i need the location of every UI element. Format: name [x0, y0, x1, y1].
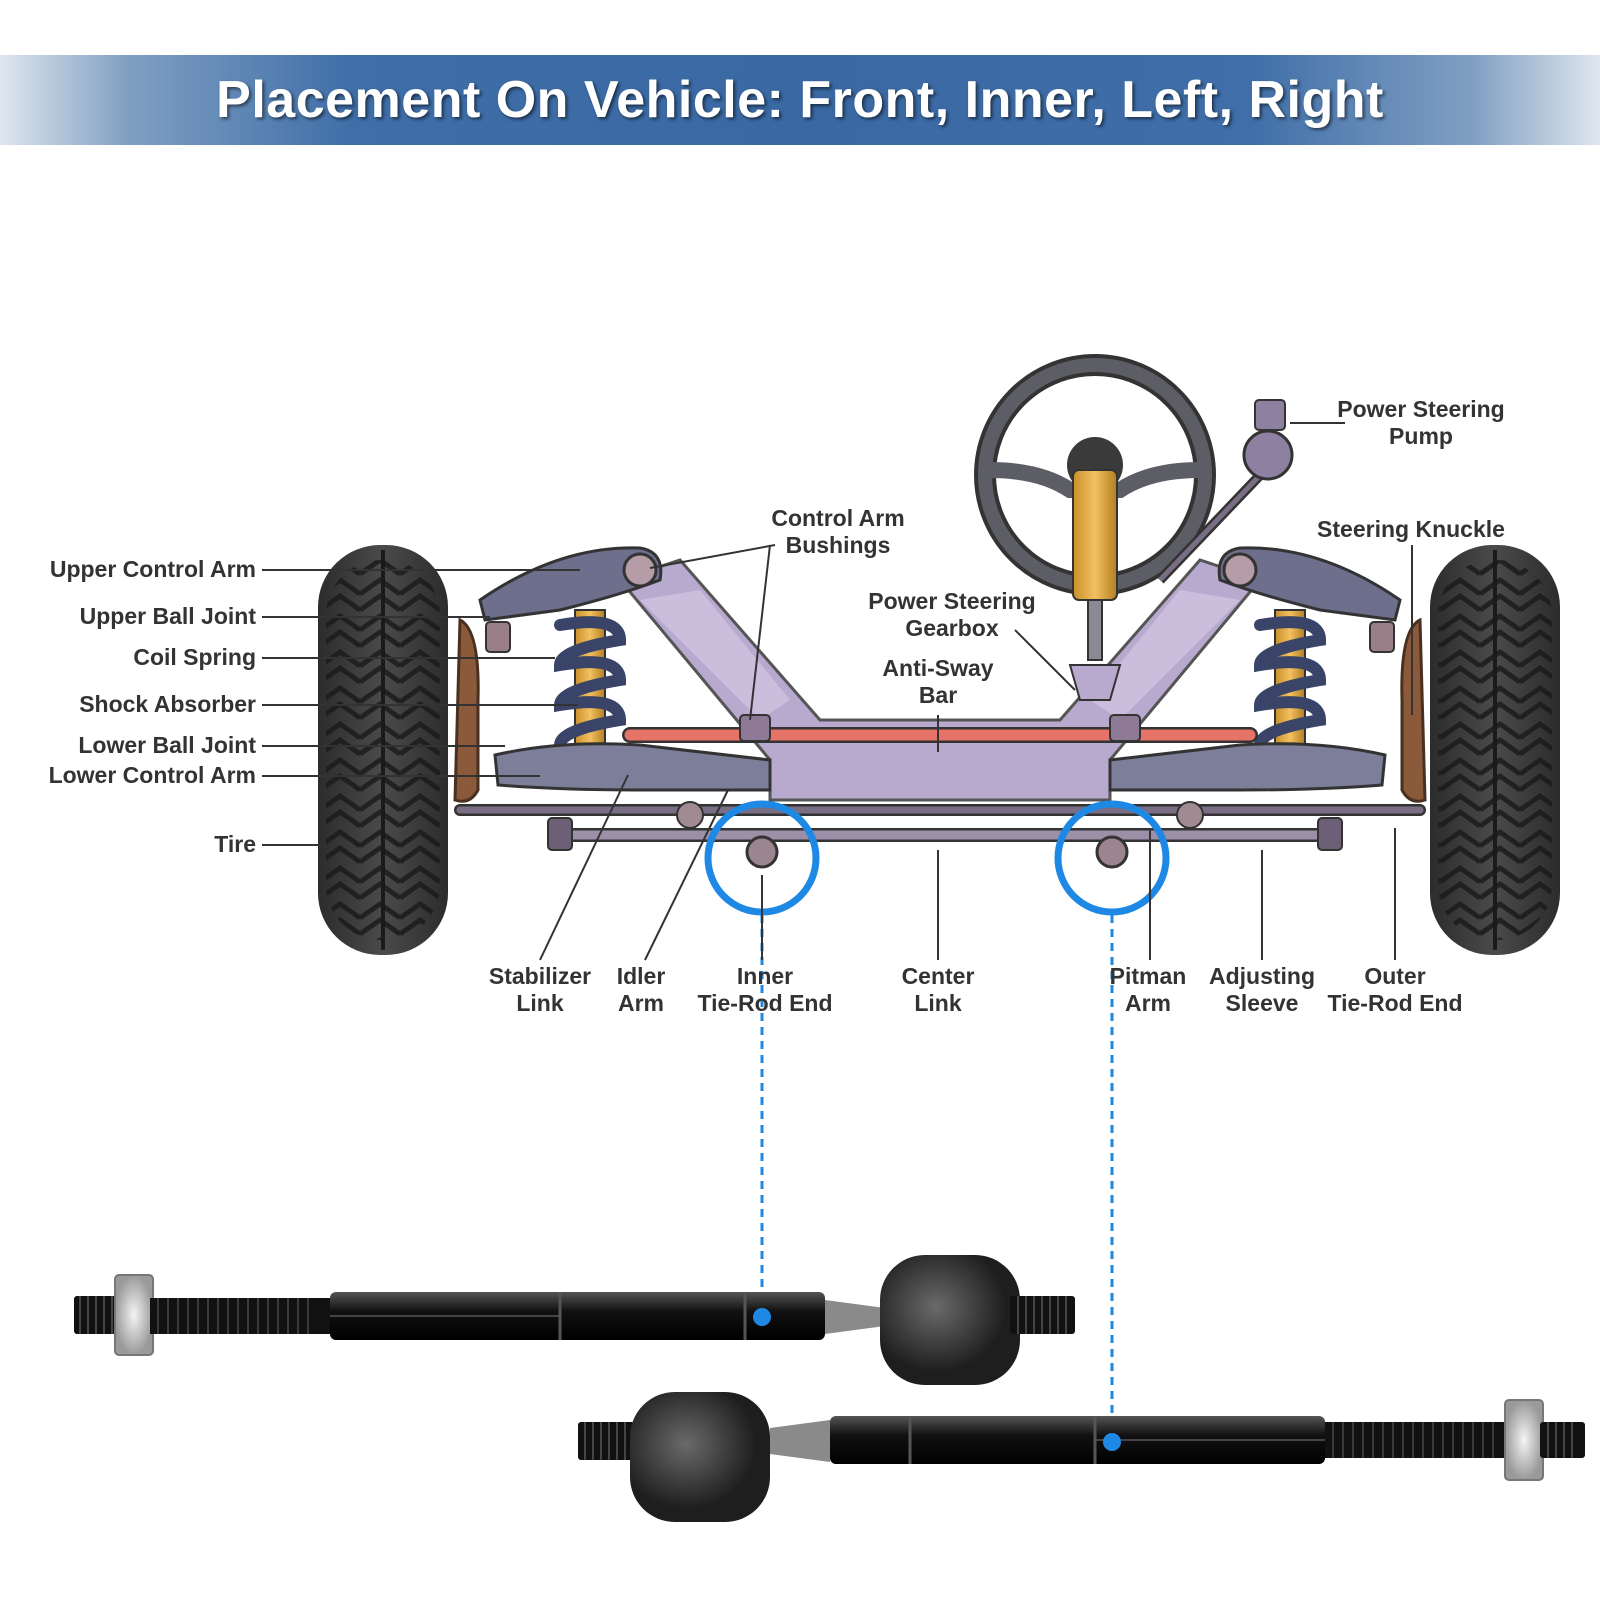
- label-outer-tie-rod-end-1: Outer: [1364, 963, 1426, 989]
- label-inner-tie-rod-end-2: Tie-Rod End: [697, 990, 833, 1016]
- label-power-steering-pump-2: Pump: [1389, 423, 1453, 449]
- label-lower-control-arm: Lower Control Arm: [48, 762, 256, 788]
- leader-lines: [262, 422, 1413, 961]
- label-stabilizer-link-1: Stabilizer: [488, 963, 592, 989]
- left-steering-knuckle: [453, 617, 480, 803]
- label-anti-sway-bar-2: Bar: [918, 682, 958, 708]
- label-adjusting-sleeve-2: Sleeve: [1225, 990, 1299, 1016]
- label-anti-sway-bar-1: Anti-Sway: [882, 655, 994, 681]
- left-tire: [318, 545, 448, 955]
- label-coil-spring: Coil Spring: [133, 644, 256, 670]
- label-steering-knuckle: Steering Knuckle: [1317, 516, 1505, 542]
- steering-linkage: [454, 801, 1426, 869]
- right-inner-tie-rod-highlight: [1054, 800, 1170, 916]
- label-pitman-arm-2: Arm: [1124, 990, 1172, 1016]
- label-shock-absorber: Shock Absorber: [79, 691, 256, 717]
- left-bushing: [622, 552, 658, 588]
- label-lower-ball-joint: Lower Ball Joint: [78, 732, 256, 758]
- label-control-arm-bushings-2: Bushings: [785, 532, 891, 558]
- title-banner: Placement On Vehicle: Front, Inner, Left…: [0, 55, 1600, 145]
- right-upper-control-arm: [1217, 546, 1402, 622]
- right-bushing: [1222, 552, 1258, 588]
- left-upper-control-arm: [478, 546, 663, 622]
- right-lower-control-arm: [1108, 742, 1387, 792]
- label-center-link-1: Center: [901, 963, 975, 989]
- tie-rod-2: [578, 1392, 1585, 1522]
- label-adjusting-sleeve-1: Adjusting: [1208, 963, 1316, 989]
- label-tire: Tire: [214, 831, 256, 857]
- label-inner-tie-rod-end-1: Inner: [736, 963, 794, 989]
- label-stabilizer-link-2: Link: [516, 990, 564, 1016]
- label-power-steering-gearbox-1: Power Steering: [868, 588, 1036, 614]
- left-sway-bushing: [739, 714, 771, 742]
- right-sway-bushing: [1109, 714, 1141, 742]
- power-steering-pump: [1156, 399, 1294, 584]
- label-power-steering-gearbox-2: Gearbox: [905, 615, 999, 641]
- label-idler-arm-2: Arm: [617, 990, 665, 1016]
- label-upper-ball-joint: Upper Ball Joint: [79, 603, 256, 629]
- label-control-arm-bushings-1: Control Arm: [771, 505, 905, 531]
- banner-title: Placement On Vehicle: Front, Inner, Left…: [216, 71, 1384, 129]
- right-coil-spring: [1253, 609, 1327, 751]
- label-power-steering-pump-1: Power Steering: [1337, 396, 1505, 422]
- right-upper-ball-joint: [1369, 621, 1395, 653]
- steering-column: [1068, 469, 1122, 701]
- left-lower-control-arm: [493, 742, 772, 792]
- left-coil-spring: [553, 609, 627, 751]
- label-outer-tie-rod-end-2: Tie-Rod End: [1327, 990, 1463, 1016]
- label-center-link-2: Link: [914, 990, 962, 1016]
- label-pitman-arm-1: Pitman: [1109, 963, 1187, 989]
- right-steering-knuckle: [1400, 617, 1427, 803]
- left-upper-ball-joint: [485, 621, 511, 653]
- label-idler-arm-1: Idler: [616, 963, 666, 989]
- label-upper-control-arm: Upper Control Arm: [49, 556, 256, 582]
- right-tire: [1430, 545, 1560, 955]
- tie-rod-1: [74, 1255, 1075, 1385]
